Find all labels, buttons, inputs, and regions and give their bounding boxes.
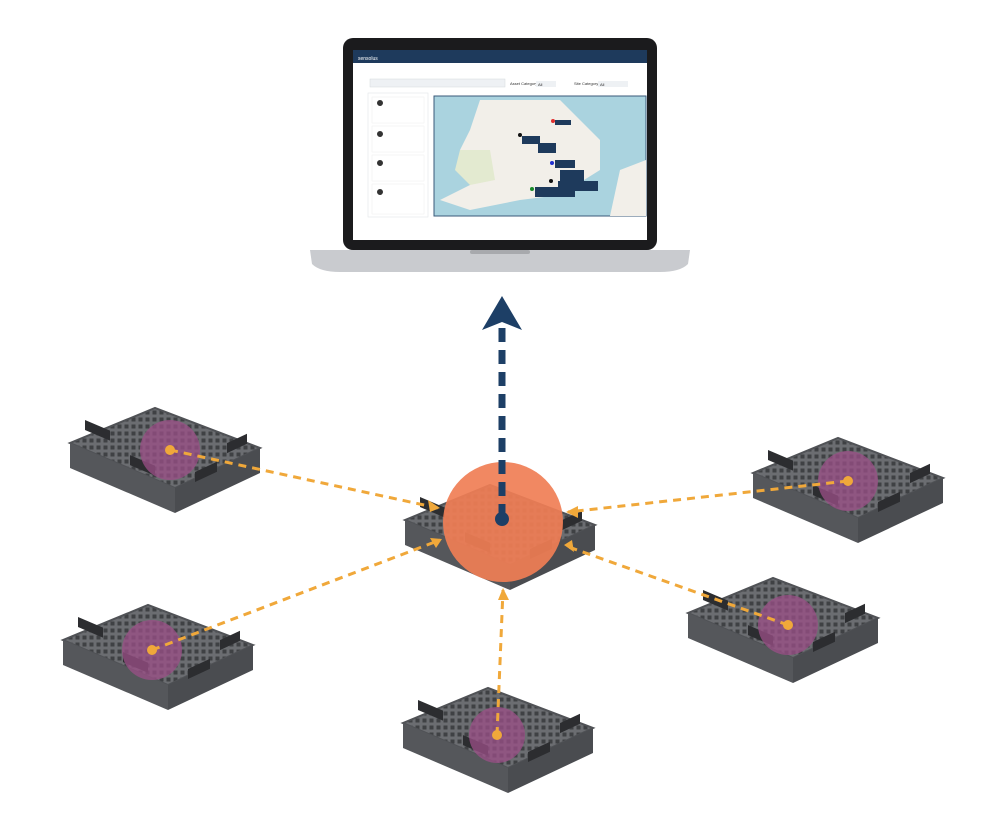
app-header bbox=[353, 50, 647, 63]
signal-arrow bbox=[567, 479, 849, 514]
tracker-zones bbox=[122, 420, 878, 763]
asset-category-select[interactable] bbox=[536, 81, 556, 87]
laptop-base bbox=[310, 250, 690, 272]
list-item[interactable] bbox=[371, 154, 425, 182]
laptop: sensolus Asset Category All Site Categor… bbox=[310, 38, 690, 272]
arrowheads bbox=[428, 500, 578, 600]
site-category-value: All bbox=[600, 82, 605, 87]
signal-arrow bbox=[169, 448, 439, 510]
signal-arrows bbox=[151, 448, 849, 736]
hub-dot bbox=[495, 512, 509, 526]
brand-logo: sensolus bbox=[358, 56, 378, 62]
site-category-label: Site Category bbox=[574, 81, 598, 86]
list-item[interactable] bbox=[371, 125, 425, 153]
uplink-arrowhead bbox=[482, 296, 522, 330]
site-category-select[interactable] bbox=[598, 81, 628, 87]
tracker-dots bbox=[147, 445, 853, 740]
search-input[interactable] bbox=[369, 78, 506, 88]
signal-arrow bbox=[495, 589, 505, 736]
asset-category-value: All bbox=[538, 82, 543, 87]
signal-arrow bbox=[151, 538, 441, 652]
list-item[interactable] bbox=[371, 183, 425, 215]
signal-arrow bbox=[565, 544, 789, 627]
asset-category-label: Asset Category bbox=[510, 81, 537, 86]
map[interactable] bbox=[433, 95, 647, 217]
asset-list[interactable] bbox=[367, 92, 429, 218]
